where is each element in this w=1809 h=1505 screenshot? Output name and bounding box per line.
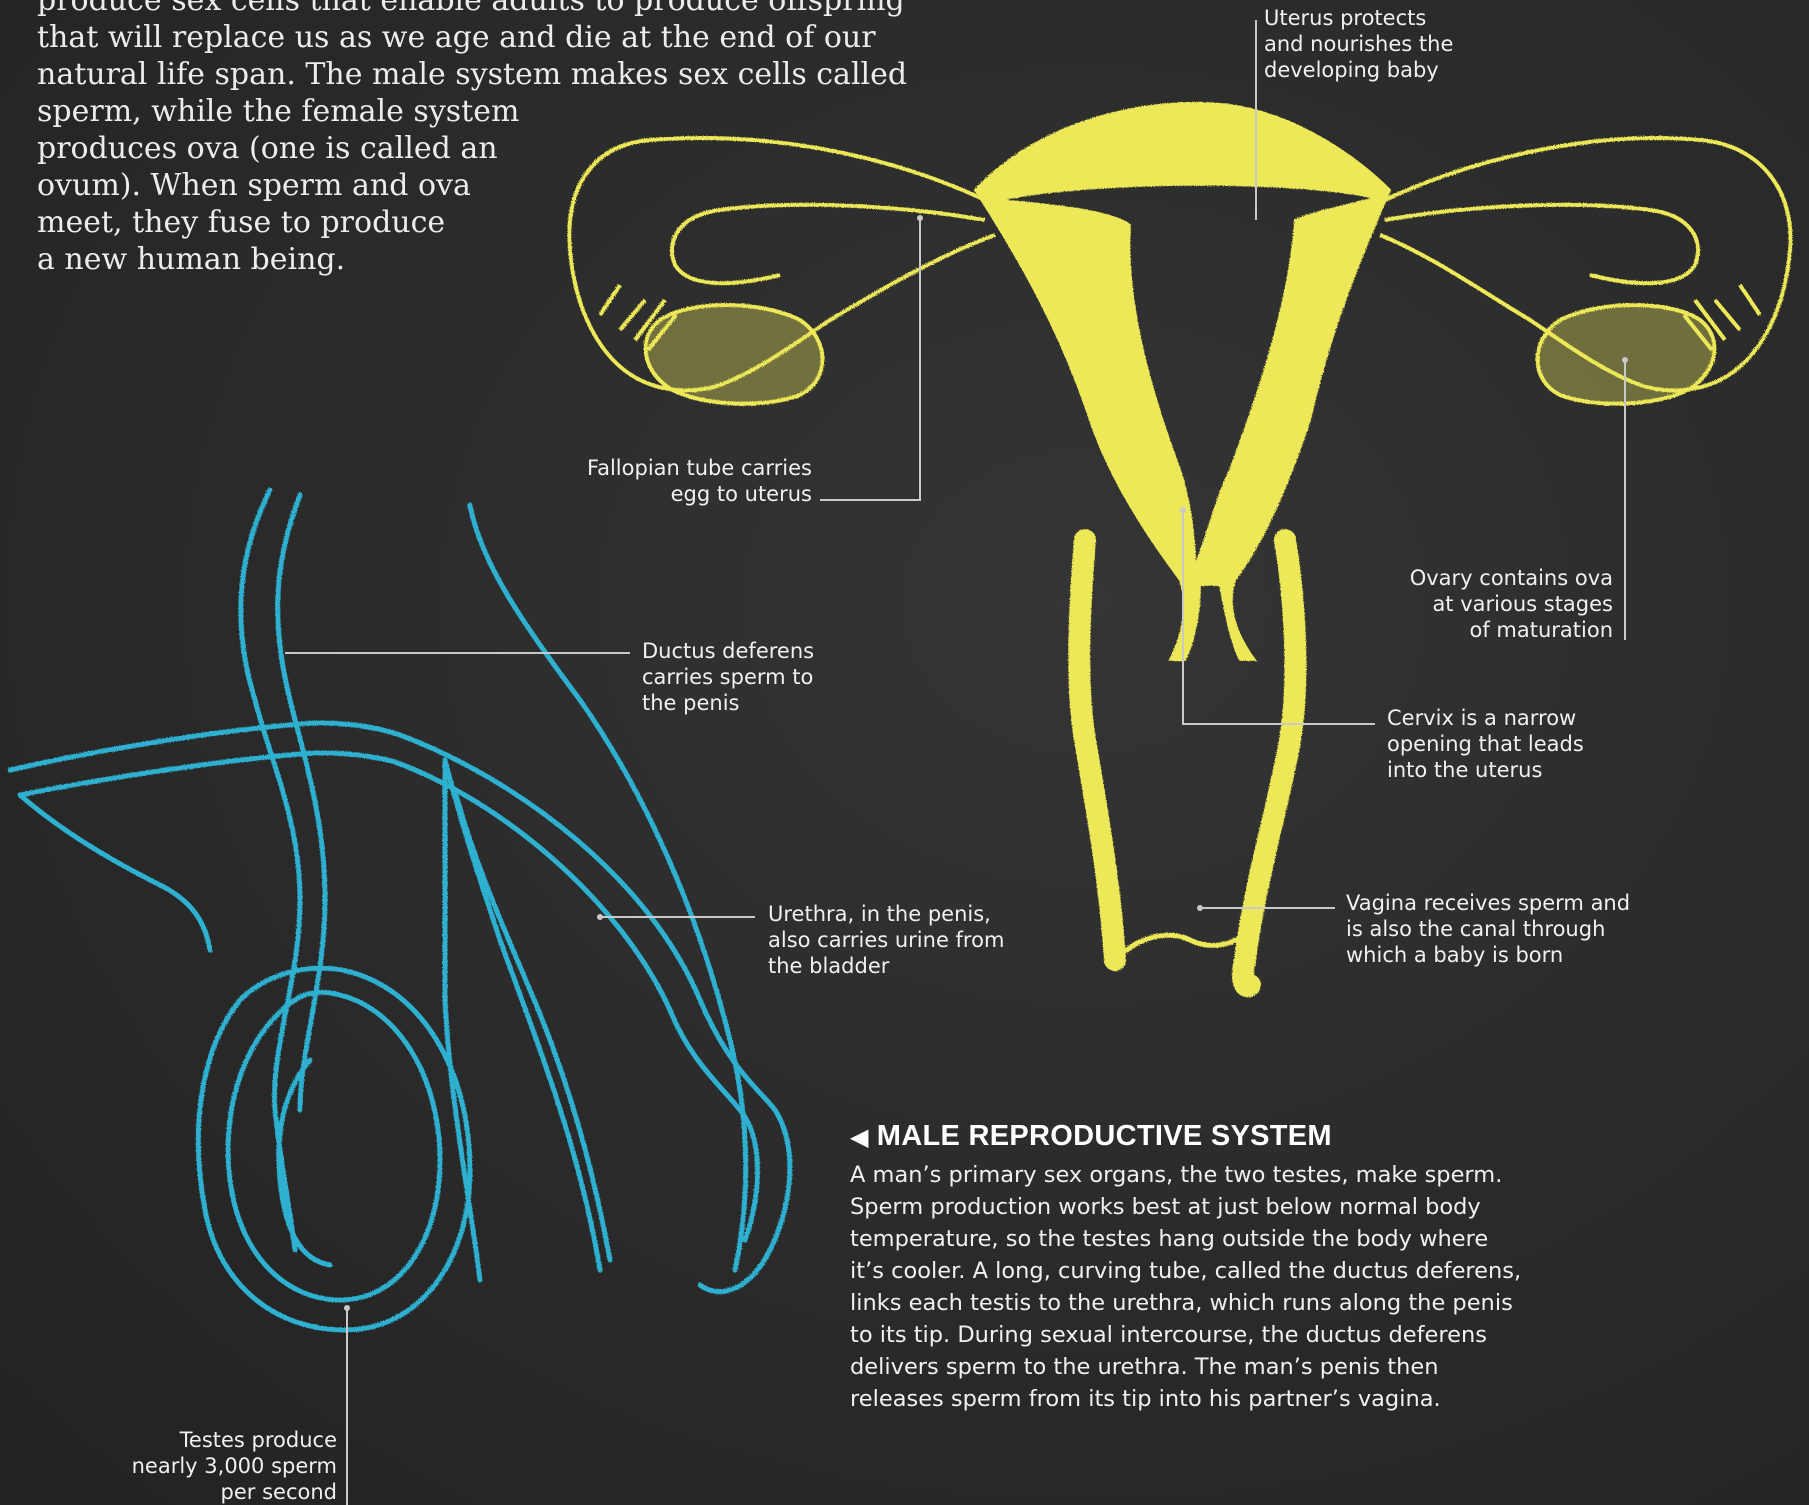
- male-system-title: ◀ MALE REPRODUCTIVE SYSTEM: [850, 1120, 1550, 1153]
- label-line: the penis: [642, 690, 814, 716]
- caption-line: delivers sperm to the urethra. The man’s…: [850, 1351, 1550, 1383]
- vagina-shape: [1079, 540, 1115, 960]
- testis: [228, 993, 440, 1300]
- ductus-deferens: [241, 490, 300, 1250]
- label-line: per second: [132, 1479, 337, 1505]
- label-line: Vagina receives sperm and: [1346, 890, 1630, 916]
- label-line: Ductus deferens: [642, 638, 814, 664]
- female-reproductive-drawing: [569, 103, 1790, 986]
- label-line: Urethra, in the penis,: [768, 901, 1004, 927]
- label-line: Uterus protects: [1264, 5, 1453, 31]
- ovary-label: Ovary contains ova at various stages of …: [1410, 565, 1613, 643]
- testes-label: Testes produce nearly 3,000 sperm per se…: [132, 1427, 337, 1505]
- caption-line: A man’s primary sex organs, the two test…: [850, 1159, 1550, 1191]
- label-line: at various stages: [1410, 591, 1613, 617]
- label-line: Ovary contains ova: [1410, 565, 1613, 591]
- label-line: also carries urine from: [768, 927, 1004, 953]
- urethra-label: Urethra, in the penis, also carries urin…: [768, 901, 1004, 979]
- male-system-body: A man’s primary sex organs, the two test…: [850, 1159, 1550, 1415]
- caption-line: Sperm production works best at just belo…: [850, 1191, 1550, 1223]
- caption-line: temperature, so the testes hang outside …: [850, 1223, 1550, 1255]
- male-system-caption: ◀ MALE REPRODUCTIVE SYSTEM A man’s primar…: [850, 1120, 1550, 1415]
- caption-line: to its tip. During sexual intercourse, t…: [850, 1319, 1550, 1351]
- label-line: is also the canal through: [1346, 916, 1630, 942]
- label-line: Testes produce: [132, 1427, 337, 1453]
- label-line: which a baby is born: [1346, 942, 1630, 968]
- label-line: of maturation: [1410, 617, 1613, 643]
- label-line: carries sperm to: [642, 664, 814, 690]
- label-line: nearly 3,000 sperm: [132, 1453, 337, 1479]
- cervix-label: Cervix is a narrow opening that leads in…: [1387, 705, 1584, 783]
- uterus-label: Uterus protects and nourishes the develo…: [1264, 5, 1453, 83]
- vagina-label: Vagina receives sperm and is also the ca…: [1346, 890, 1630, 968]
- label-line: and nourishes the: [1264, 31, 1453, 57]
- ductus-deferens-label: Ductus deferens carries sperm to the pen…: [642, 638, 814, 716]
- male-system-title-text: MALE REPRODUCTIVE SYSTEM: [877, 1120, 1332, 1152]
- penis-outline: [470, 505, 746, 1270]
- label-line: Fallopian tube carries: [587, 455, 812, 481]
- label-line: the bladder: [768, 953, 1004, 979]
- label-line: egg to uterus: [587, 481, 812, 507]
- label-line: opening that leads: [1387, 731, 1584, 757]
- fallopian-tube-label: Fallopian tube carries egg to uterus: [587, 455, 812, 507]
- male-reproductive-drawing: [10, 490, 790, 1330]
- caption-line: it’s cooler. A long, curving tube, calle…: [850, 1255, 1550, 1287]
- caption-line: links each testis to the urethra, which …: [850, 1287, 1550, 1319]
- left-triangle-icon: ◀: [850, 1124, 869, 1151]
- label-line: developing baby: [1264, 57, 1453, 83]
- caption-line: releases sperm from its tip into his par…: [850, 1383, 1550, 1415]
- body-outline: [10, 723, 790, 1292]
- fallopian-leader: [820, 218, 920, 500]
- label-line: Cervix is a narrow: [1387, 705, 1584, 731]
- label-line: into the uterus: [1387, 757, 1584, 783]
